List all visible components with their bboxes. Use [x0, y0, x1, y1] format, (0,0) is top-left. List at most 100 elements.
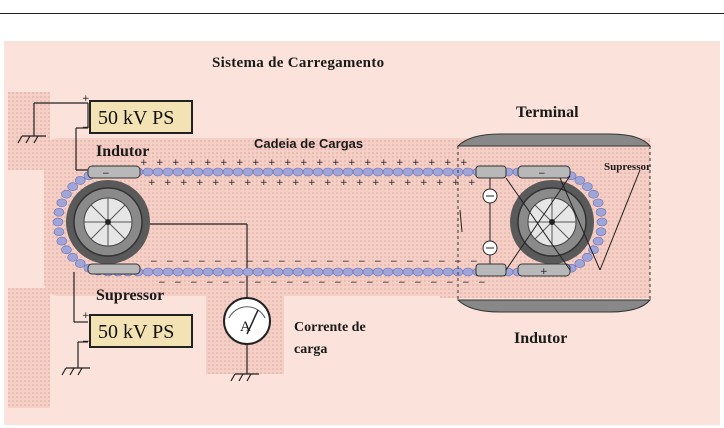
chain-bead — [462, 267, 474, 277]
chain-bead — [322, 267, 334, 277]
chain-bead — [312, 167, 324, 177]
chain-bead — [596, 217, 608, 227]
chain-bead — [312, 267, 324, 277]
charge-minus-bottom: − — [174, 278, 182, 288]
charge-minus-inner: − — [246, 257, 254, 267]
suppressor-electrode-left — [87, 263, 141, 275]
charge-plus-inner: + — [292, 178, 300, 188]
chain-bead — [432, 267, 444, 277]
charge-plus-inner: + — [340, 178, 348, 188]
chain-bead — [422, 267, 434, 277]
chain-bead — [402, 167, 414, 177]
chain-bead — [382, 167, 394, 177]
pulley-left — [66, 180, 150, 264]
chain-bead — [392, 267, 404, 277]
charge-minus-inner: − — [230, 257, 238, 267]
shade-left-bottom — [8, 288, 50, 408]
charge-minus-bottom: − — [158, 278, 166, 288]
suppressor-label-left: Supressor — [96, 287, 164, 304]
charge-plus-top: + — [188, 158, 196, 168]
current-label-line1: Corrente de — [294, 320, 366, 335]
chain-bead — [192, 267, 204, 277]
charge-plus-top: + — [220, 158, 228, 168]
inductor-label-left: Indutor — [96, 143, 149, 160]
charge-plus-top: + — [140, 158, 148, 168]
chain-bead — [272, 267, 284, 277]
shade-left-top — [8, 92, 50, 170]
charge-minus-bottom: − — [478, 278, 486, 288]
charge-plus-inner: + — [180, 178, 188, 188]
ground-icon-meter — [230, 346, 259, 382]
power-supply-top-label: 50 kV PS — [98, 107, 174, 129]
chain-bead — [412, 167, 424, 177]
charge-plus-top: + — [268, 158, 276, 168]
chain-bead — [262, 167, 274, 177]
charge-plus-top: + — [204, 158, 212, 168]
chain-bead — [232, 167, 244, 177]
charge-minus-inner: − — [262, 257, 270, 267]
charge-plus-top: + — [332, 158, 340, 168]
diode-bottom — [482, 240, 498, 256]
charge-minus-inner: − — [438, 257, 446, 267]
chain-bead — [212, 167, 224, 177]
chain-bead — [162, 267, 174, 277]
chain-bead — [252, 167, 264, 177]
top-rule — [0, 13, 724, 14]
chain-bead — [588, 245, 599, 255]
charge-plus-top: + — [364, 158, 372, 168]
charge-minus-inner: − — [150, 257, 158, 267]
charge-plus-top: + — [316, 158, 324, 168]
chain-bead — [595, 207, 607, 217]
charge-plus-inner: + — [468, 178, 476, 188]
chain-bead — [392, 167, 404, 177]
charge-plus-inner: + — [212, 178, 220, 188]
charge-minus-inner: − — [470, 257, 478, 267]
chain-bead — [172, 167, 184, 177]
chain-bead — [202, 267, 214, 277]
chain-bead — [332, 167, 344, 177]
chain-bead — [212, 267, 224, 277]
charge-minus-bottom: − — [366, 278, 374, 288]
chain-bead — [292, 267, 304, 277]
chain-bead — [61, 189, 72, 199]
charge-minus-inner: − — [406, 257, 414, 267]
charge-minus-bottom: − — [190, 278, 198, 288]
charge-minus-inner: − — [342, 257, 350, 267]
chain-bead — [74, 176, 86, 185]
ps-top-plus: + — [82, 94, 90, 104]
ps-bottom-plus: + — [82, 311, 90, 321]
suppressor-electrode-right-top — [475, 165, 507, 179]
charge-minus-bottom: − — [430, 278, 438, 288]
chain-bead — [332, 267, 344, 277]
chain-bead — [372, 267, 384, 277]
chain-bead — [462, 167, 474, 177]
charge-plus-top: + — [156, 158, 164, 168]
charge-minus-inner: − — [182, 257, 190, 267]
chain-bead — [142, 167, 154, 177]
ground-icon-bottom — [61, 342, 90, 376]
chain-bead — [302, 267, 314, 277]
chain-bead — [592, 236, 604, 246]
chain-bead — [152, 167, 164, 177]
charge-minus-bottom: − — [334, 278, 342, 288]
charge-minus-inner: − — [214, 257, 222, 267]
ground-icon-top — [17, 102, 88, 144]
charge-minus-bottom: − — [286, 278, 294, 288]
current-label-line2: carga — [294, 342, 327, 357]
inductor-electrode-right-top: − — [517, 165, 571, 179]
chain-bead — [242, 267, 254, 277]
chain-bead — [322, 167, 334, 177]
charge-plus-inner: + — [308, 178, 316, 188]
ammeter-label: A — [240, 319, 251, 335]
chain-bead — [182, 167, 194, 177]
ammeter-icon: A — [223, 297, 271, 345]
chain-bead — [182, 267, 194, 277]
charge-minus-inner: − — [166, 257, 174, 267]
charge-minus-inner: − — [310, 257, 318, 267]
suppressor-label-right: Supressor — [604, 161, 651, 173]
charge-plus-inner: + — [420, 178, 428, 188]
charge-plus-inner: + — [164, 178, 172, 188]
chain-bead — [74, 259, 86, 268]
charge-minus-bottom: − — [222, 278, 230, 288]
charge-plus-top: + — [444, 158, 452, 168]
